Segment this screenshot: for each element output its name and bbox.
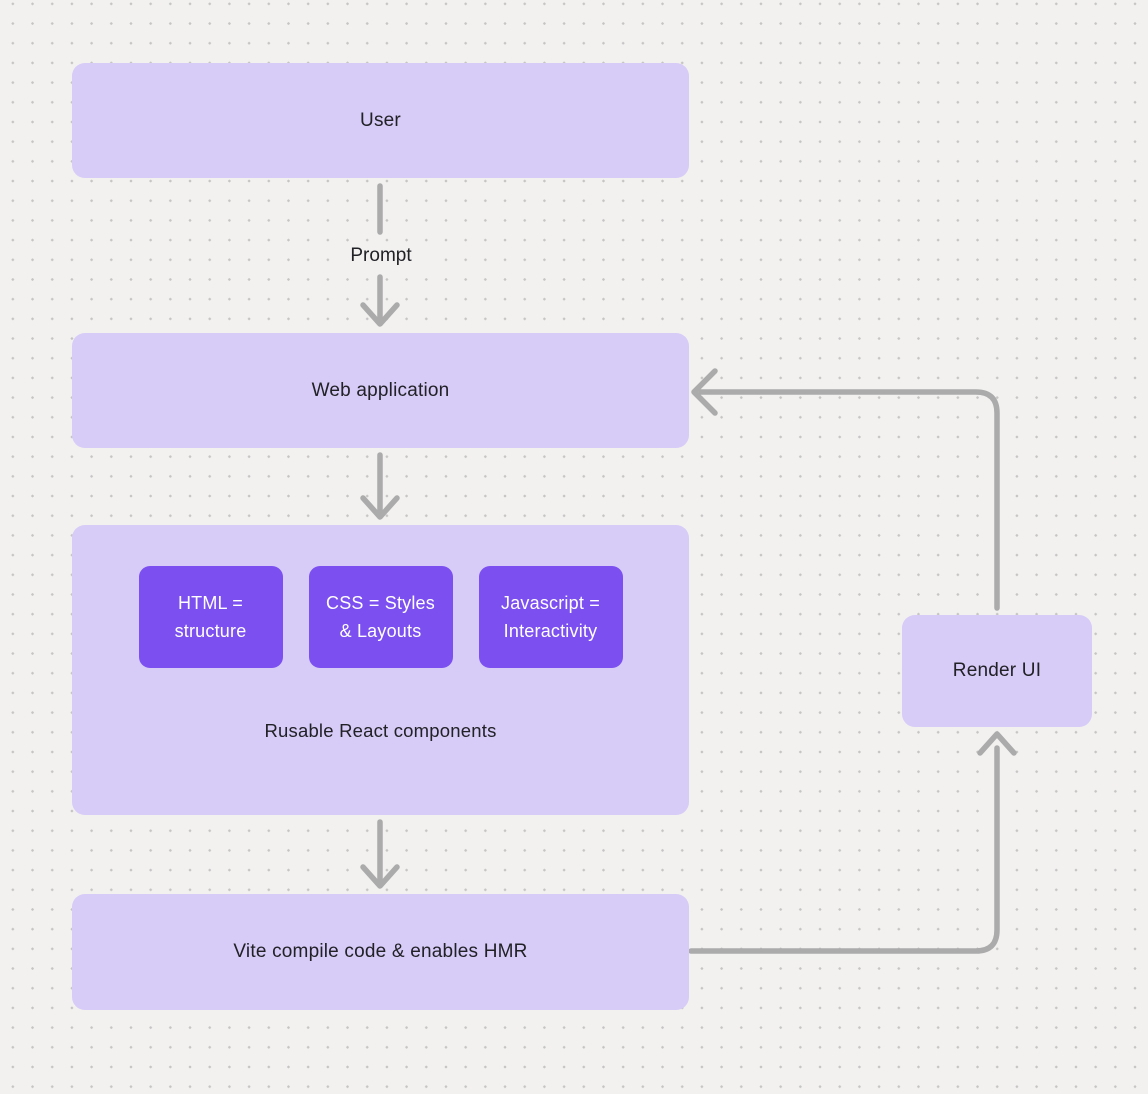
chip-javascript-line1: Javascript = — [501, 593, 600, 613]
chip-css[interactable]: CSS = Styles & Layouts — [308, 566, 453, 668]
chip-javascript[interactable]: Javascript = Interactivity — [478, 566, 623, 668]
chip-html[interactable]: HTML = structure — [138, 566, 283, 668]
group-caption: Rusable React components — [264, 720, 497, 741]
chip-html-line2: structure — [174, 621, 247, 641]
node-web-application-label: Web application — [311, 379, 450, 401]
chip-css-line2: & Layouts — [339, 621, 422, 641]
node-web-application[interactable]: Web application — [72, 333, 689, 448]
node-render-ui[interactable]: Render UI — [902, 615, 1092, 727]
node-user-label: User — [360, 109, 401, 131]
edge-prompt-to-webapp — [360, 274, 400, 327]
chip-css-line1: CSS = Styles — [326, 593, 435, 613]
edge-webapp-to-group — [360, 452, 400, 520]
node-render-ui-label: Render UI — [952, 660, 1042, 681]
node-user[interactable]: User — [72, 63, 689, 178]
chip-javascript-line2: Interactivity — [503, 621, 598, 641]
node-react-components-group[interactable]: HTML = structure CSS = Styles & Layouts … — [72, 525, 689, 815]
edge-group-to-vite — [360, 819, 400, 889]
edge-vite-to-render — [688, 731, 1017, 954]
edge-render-to-webapp — [691, 368, 1000, 611]
chip-html-line1: HTML = — [177, 593, 244, 613]
chip-row: HTML = structure CSS = Styles & Layouts … — [138, 566, 623, 668]
node-vite[interactable]: Vite compile code & enables HMR — [72, 894, 689, 1010]
node-vite-label: Vite compile code & enables HMR — [233, 941, 528, 962]
edge-label-prompt[interactable]: Prompt — [332, 245, 430, 267]
